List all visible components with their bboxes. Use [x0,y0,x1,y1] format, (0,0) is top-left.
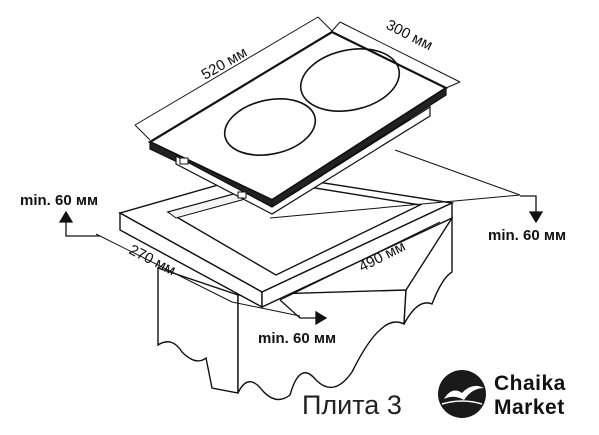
burner-large [299,48,401,112]
hob-vents [289,118,411,196]
cabinet-front-panel [237,289,407,401]
dim-label-hob-length: 520 мм [199,44,251,84]
clearance-label-front: min. 60 мм [258,330,336,347]
clearance-arrows [58,195,544,326]
clearance-label-right: min. 60 мм [488,227,566,244]
dim-520-line [134,16,319,126]
logo-line1: Chaika [494,372,566,395]
cabinet [157,215,453,401]
cabinet-left-panel [157,267,239,394]
burner-small [223,98,317,156]
caption-text: Плита 3 [302,390,402,420]
arrow-right-clearance [520,195,537,214]
clearance-label-left: min. 60 мм [20,192,98,209]
hob-connector [179,157,189,165]
hob-underside-body [175,105,431,215]
hob-connector-2 [237,191,247,199]
countertop-front-right [261,201,453,309]
cabinet-right-panel [403,215,453,325]
arrow-front-clearance [279,299,318,319]
dim-label-hob-width: 300 мм [383,16,435,54]
dim-300-line [339,21,461,83]
chaika-market-logo: Chaika Market [425,364,599,435]
arrow-left-clearance [65,222,100,237]
dimension-lines [95,16,521,317]
hob-thickness-right [271,86,447,209]
dim-490-line [279,221,441,301]
hob [147,30,449,215]
seagull-icon [438,370,486,418]
logo-line2: Market [494,396,565,419]
dim-270-line [95,233,233,303]
